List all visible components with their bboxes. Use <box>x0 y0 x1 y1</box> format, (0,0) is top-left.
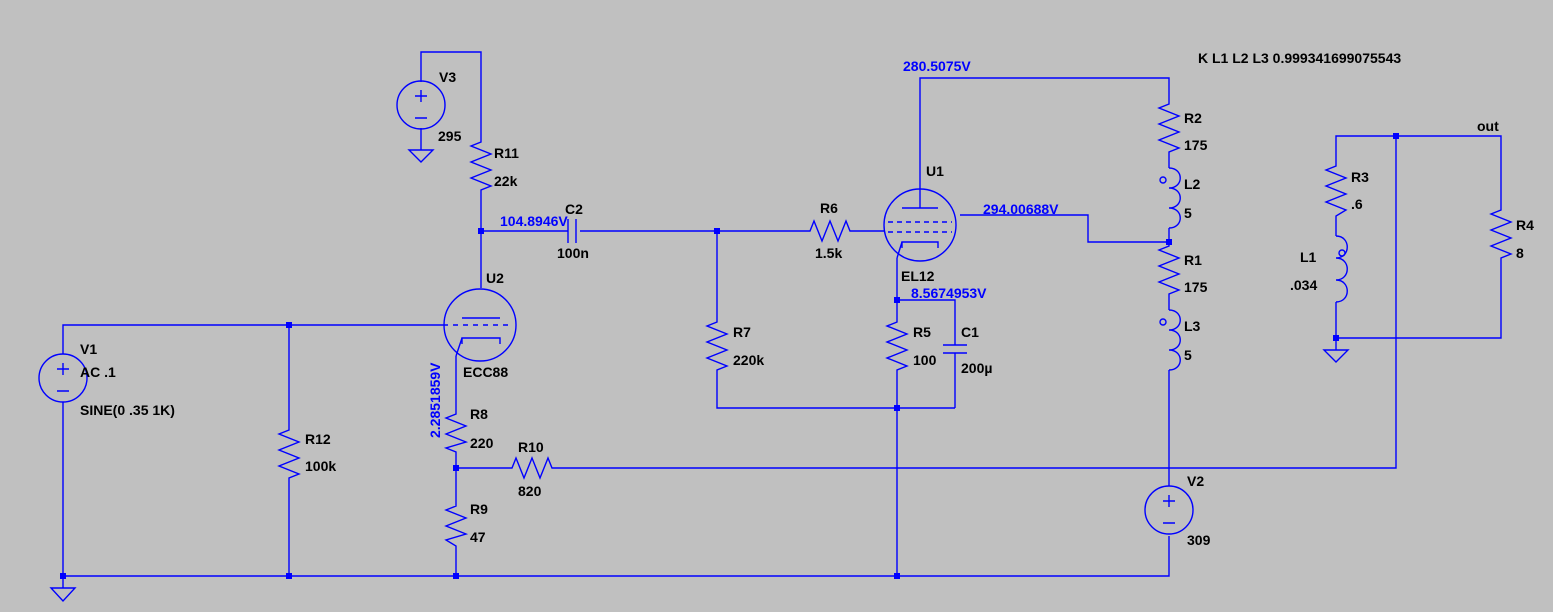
r11-resistor[interactable] <box>469 138 493 198</box>
r8-value: 220 <box>470 435 494 451</box>
voltage-u1-screen: 294.00688V <box>983 201 1059 217</box>
voltage-u2-cathode: 2.2851859V <box>427 362 443 438</box>
u2-value: ECC88 <box>463 364 508 380</box>
spice-directive[interactable]: K L1 L2 L3 0.999341699075543 <box>1198 50 1401 66</box>
v1-sine: SINE(0 .35 1K) <box>80 402 175 418</box>
v3-voltage-source[interactable] <box>396 80 446 130</box>
r11-value: 22k <box>494 173 518 189</box>
l1-name: L1 <box>1300 249 1317 265</box>
r10-resistor[interactable] <box>508 456 556 480</box>
r7-resistor[interactable] <box>705 318 729 376</box>
r12-value: 100k <box>305 458 336 474</box>
r3-resistor[interactable] <box>1324 164 1348 222</box>
l2-name: L2 <box>1184 176 1201 192</box>
r4-name: R4 <box>1516 217 1534 233</box>
v2-value: 309 <box>1187 532 1211 548</box>
c2-value: 100n <box>557 245 589 261</box>
voltage-u1-plate: 280.5075V <box>903 58 971 74</box>
r2-value: 175 <box>1184 137 1208 153</box>
u1-value: EL12 <box>901 268 935 284</box>
u2-name: U2 <box>486 270 504 286</box>
r7-name: R7 <box>733 324 751 340</box>
ground-icon <box>407 149 435 163</box>
c1-capacitor[interactable] <box>943 344 967 354</box>
r6-name: R6 <box>820 200 838 216</box>
r4-value: 8 <box>1516 245 1524 261</box>
r12-resistor[interactable] <box>277 426 301 486</box>
v2-name: V2 <box>1187 473 1204 489</box>
junction-dots <box>60 133 1399 579</box>
l2-inductor[interactable] <box>1159 167 1181 229</box>
r12-name: R12 <box>305 431 331 447</box>
l3-inductor[interactable] <box>1159 309 1181 371</box>
v2-voltage-source[interactable] <box>1144 485 1194 535</box>
u1-name: U1 <box>926 163 944 179</box>
r9-value: 47 <box>470 529 486 545</box>
r9-resistor[interactable] <box>444 502 469 550</box>
r5-resistor[interactable] <box>885 318 909 376</box>
r2-name: R2 <box>1184 110 1202 126</box>
wires <box>62 51 1502 577</box>
r1-value: 175 <box>1184 279 1208 295</box>
u2-triode-tube[interactable] <box>443 288 517 362</box>
ground-icon <box>49 576 77 603</box>
voltage-u1-cathode: 8.5674953V <box>911 285 987 301</box>
c2-name: C2 <box>565 201 583 217</box>
c1-value: 200µ <box>961 360 992 376</box>
v3-value: 295 <box>438 128 462 144</box>
u1-pentode-tube[interactable] <box>883 188 957 262</box>
l1-inductor[interactable] <box>1335 235 1348 303</box>
l1-value: .034 <box>1290 277 1317 293</box>
r6-value: 1.5k <box>815 245 842 261</box>
v1-voltage-source[interactable] <box>38 353 88 403</box>
r11-name: R11 <box>494 145 519 161</box>
r4-resistor[interactable] <box>1489 206 1513 264</box>
r6-resistor[interactable] <box>806 219 854 243</box>
v1-value: AC .1 <box>80 364 116 380</box>
r10-name: R10 <box>518 439 544 455</box>
r1-resistor[interactable] <box>1157 240 1181 300</box>
ground-icon <box>1322 344 1350 363</box>
r3-name: R3 <box>1351 169 1369 185</box>
l3-name: L3 <box>1184 318 1201 334</box>
r10-value: 820 <box>518 483 542 499</box>
l3-value: 5 <box>1184 347 1192 363</box>
l2-value: 5 <box>1184 205 1192 221</box>
c2-capacitor[interactable] <box>567 219 577 243</box>
v3-name: V3 <box>439 69 456 85</box>
r3-value: .6 <box>1351 196 1363 212</box>
r7-value: 220k <box>733 352 764 368</box>
r5-value: 100 <box>913 352 937 368</box>
voltage-u2-plate: 104.8946V <box>500 213 568 229</box>
r8-name: R8 <box>470 406 488 422</box>
c1-name: C1 <box>961 324 979 340</box>
r1-name: R1 <box>1184 252 1202 268</box>
v1-name: V1 <box>80 341 97 357</box>
r5-name: R5 <box>913 324 931 340</box>
r8-resistor[interactable] <box>443 410 469 456</box>
r2-resistor[interactable] <box>1157 98 1181 158</box>
net-label-out[interactable]: out <box>1477 118 1499 134</box>
r9-name: R9 <box>470 501 488 517</box>
